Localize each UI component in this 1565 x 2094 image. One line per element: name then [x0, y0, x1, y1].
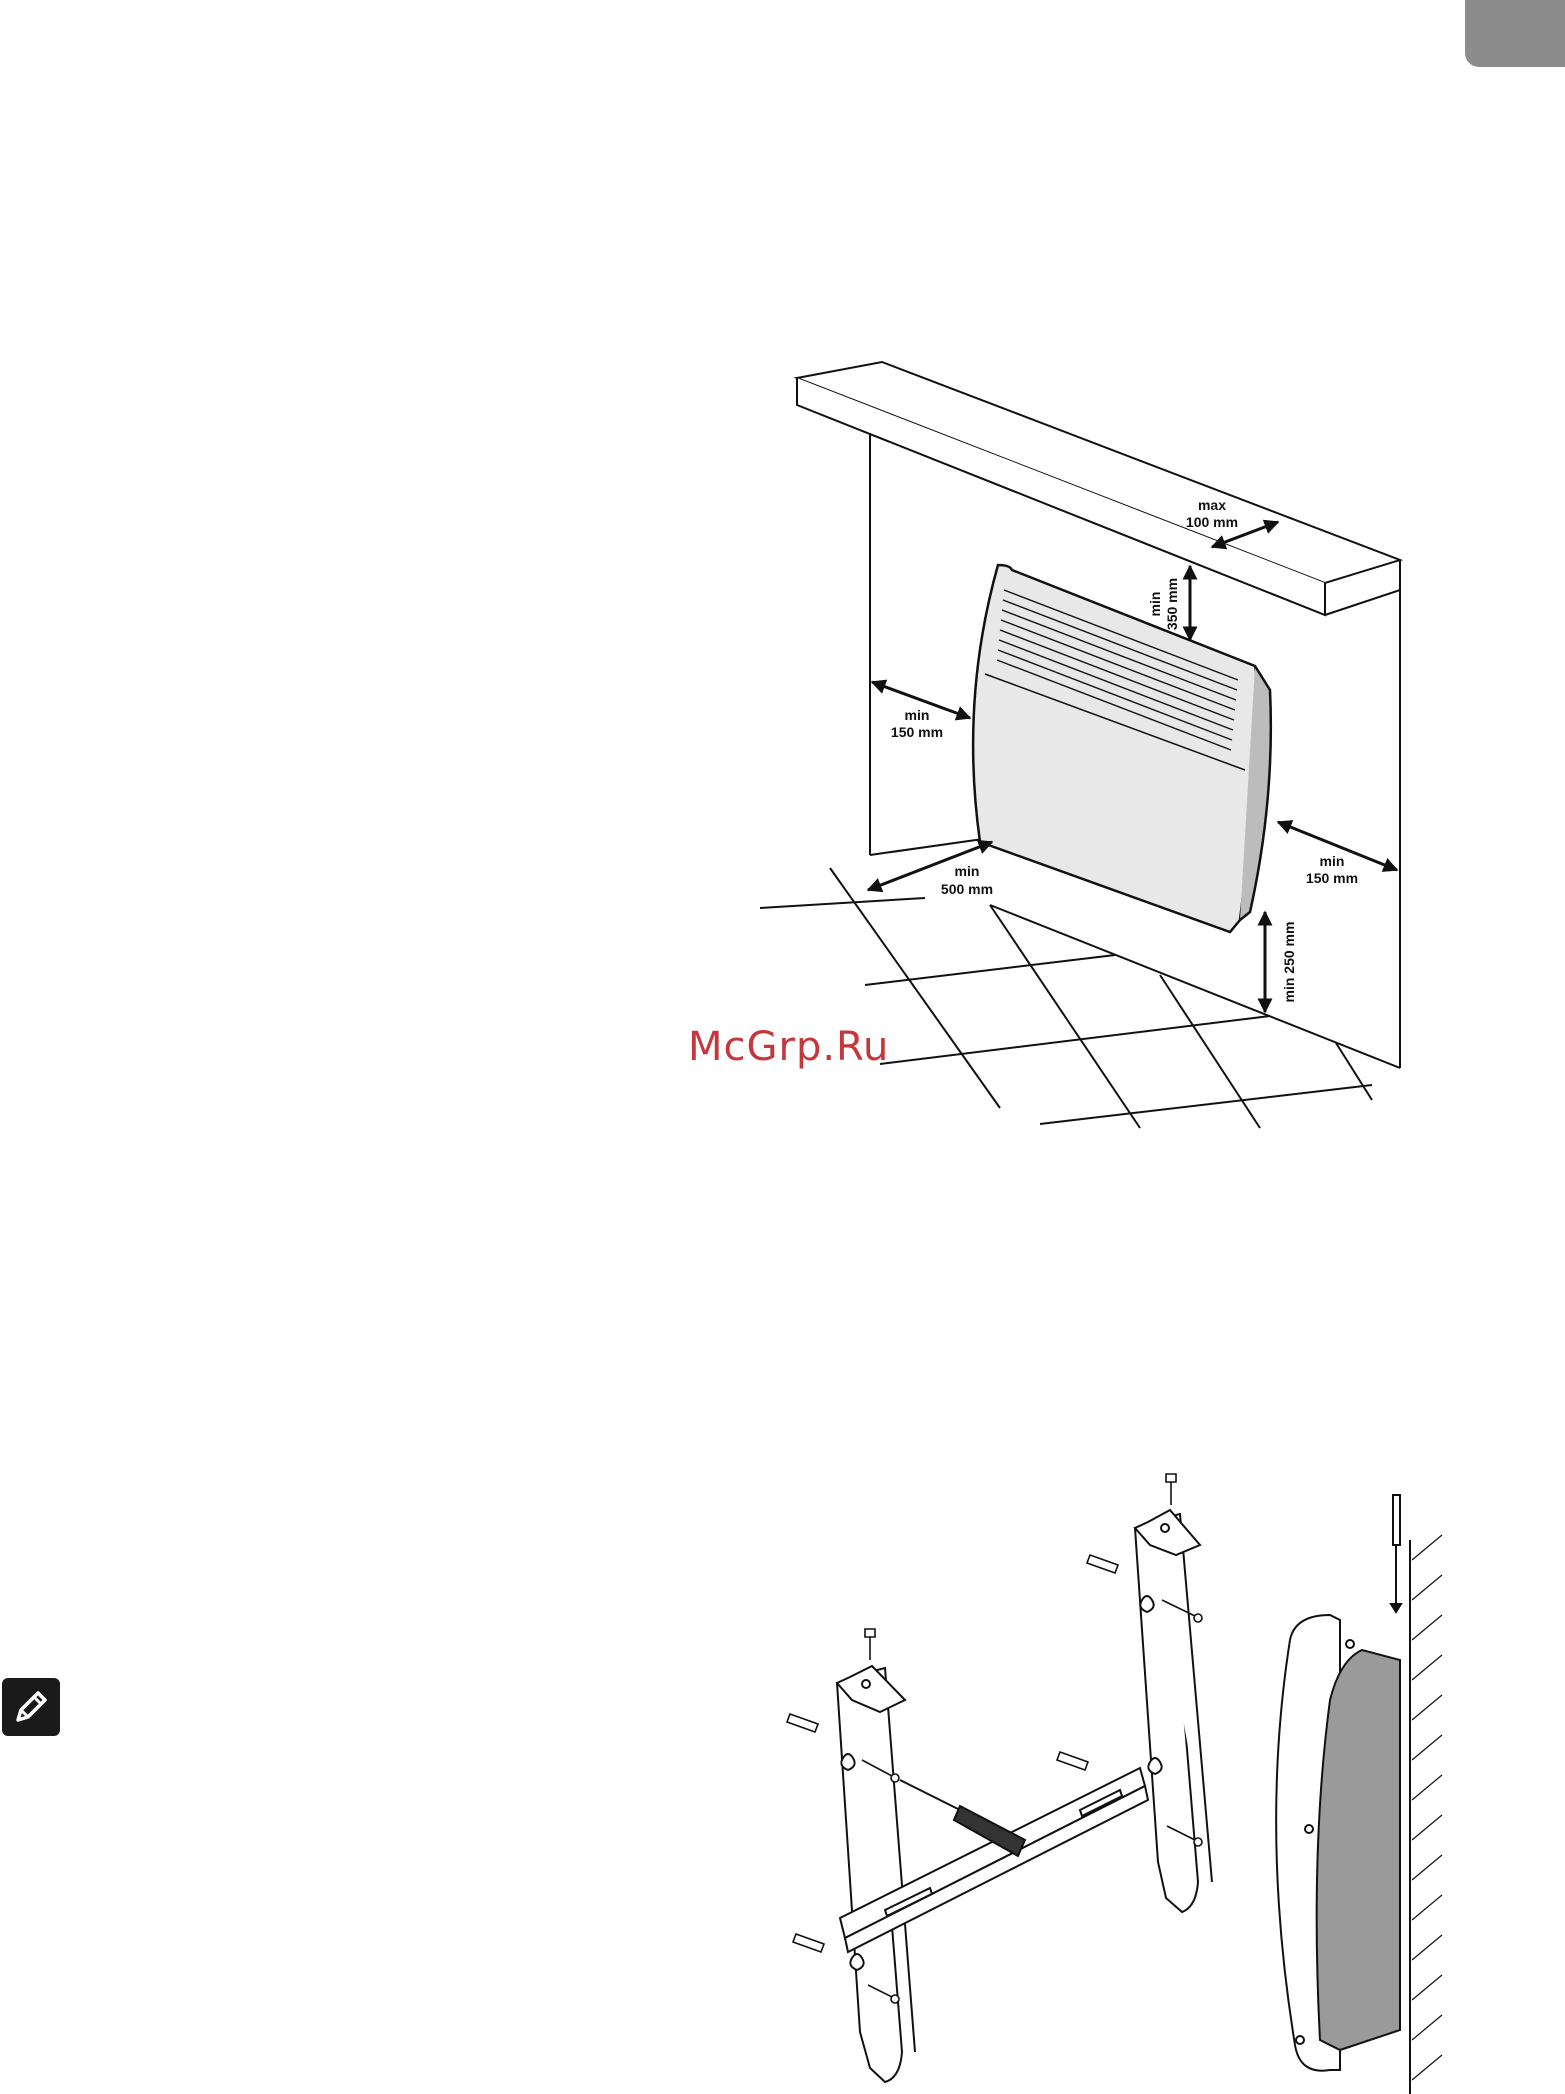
wall-side-view — [1276, 1495, 1442, 2094]
left-bracket — [837, 1666, 915, 2082]
screwdriver-bracket — [900, 1780, 1025, 1856]
right-bracket — [1135, 1510, 1212, 1912]
